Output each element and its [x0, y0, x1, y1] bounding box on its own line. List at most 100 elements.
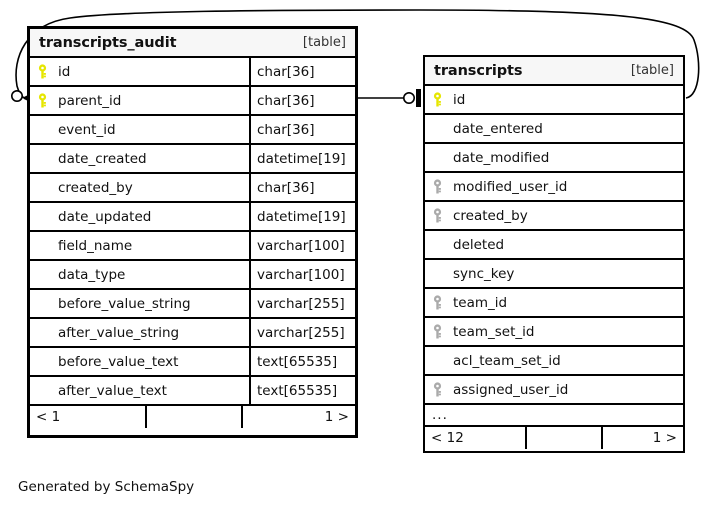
column-name-cell: after_value_string [30, 319, 249, 346]
column-name-cell: deleted [425, 231, 683, 258]
no-key-icon [37, 267, 58, 283]
column-name-cell: data_type [30, 261, 249, 288]
column-name-cell: team_set_id [425, 318, 683, 345]
footer-middle-cell [525, 427, 601, 449]
table-row[interactable]: before_value_string varchar[255] [30, 290, 355, 319]
table-header-transcripts-audit: transcripts_audit [table] [30, 29, 355, 58]
no-key-icon [37, 383, 58, 399]
table-row[interactable]: after_value_string varchar[255] [30, 319, 355, 348]
column-type-cell: varchar[255] [249, 319, 355, 346]
column-type-cell: text[65535] [249, 377, 355, 404]
table-row[interactable]: deleted [425, 231, 683, 260]
column-name: modified_user_id [453, 178, 568, 195]
more-columns-indicator: ... [425, 405, 683, 427]
column-name: before_value_text [58, 353, 179, 370]
table-row[interactable]: date_created datetime[19] [30, 145, 355, 174]
column-type-cell: varchar[255] [249, 290, 355, 317]
table-row[interactable]: team_id [425, 289, 683, 318]
table-kind-label: [table] [302, 35, 346, 50]
column-name: team_id [453, 294, 508, 311]
no-key-icon [37, 325, 58, 341]
table-row[interactable]: modified_user_id [425, 173, 683, 202]
column-type-cell: char[36] [249, 116, 355, 143]
footer-next-label: 1 > [652, 430, 677, 446]
footer-next-cell[interactable]: 1 > [241, 406, 355, 428]
no-key-icon [432, 353, 453, 369]
footer-prev-label: < 12 [431, 430, 464, 446]
column-name-cell: date_entered [425, 115, 683, 142]
column-name-cell: created_by [425, 202, 683, 229]
column-name: date_created [58, 150, 147, 167]
no-key-icon [37, 238, 58, 254]
column-type-cell: varchar[100] [249, 232, 355, 259]
column-name: after_value_text [58, 382, 167, 399]
column-type-cell: varchar[100] [249, 261, 355, 288]
edge-marker-zero-right [402, 92, 415, 105]
table-row[interactable]: date_modified [425, 144, 683, 173]
column-name: date_entered [453, 120, 543, 137]
column-name: team_set_id [453, 323, 535, 340]
table-row[interactable]: date_updated datetime[19] [30, 203, 355, 232]
footer-prev-cell[interactable]: < 1 [30, 406, 145, 428]
table-row[interactable]: field_name varchar[100] [30, 232, 355, 261]
column-name-cell: event_id [30, 116, 249, 143]
table-transcripts-audit[interactable]: transcripts_audit [table] id char[36] [27, 26, 358, 438]
table-row[interactable]: sync_key [425, 260, 683, 289]
table-row[interactable]: after_value_text text[65535] [30, 377, 355, 406]
column-type: varchar[100] [257, 266, 345, 283]
column-name: id [58, 63, 71, 80]
table-title: transcripts_audit [39, 34, 177, 51]
table-row[interactable]: parent_id char[36] [30, 87, 355, 116]
generator-caption: Generated by SchemaSpy [18, 479, 195, 495]
column-type-cell: char[36] [249, 58, 355, 85]
column-name-cell: assigned_user_id [425, 376, 683, 403]
column-name-cell: date_updated [30, 203, 249, 230]
column-name-cell: acl_team_set_id [425, 347, 683, 374]
table-row[interactable]: event_id char[36] [30, 116, 355, 145]
foreign-key-icon [432, 208, 453, 224]
table-header-transcripts: transcripts [table] [425, 57, 683, 86]
table-row[interactable]: before_value_text text[65535] [30, 348, 355, 377]
table-footer-transcripts-audit: < 1 1 > [30, 406, 355, 428]
table-row[interactable]: id char[36] [30, 58, 355, 87]
column-type: text[65535] [257, 382, 338, 399]
column-name-cell: id [30, 58, 249, 85]
foreign-key-icon [432, 324, 453, 340]
column-name: sync_key [453, 265, 515, 282]
no-key-icon [37, 122, 58, 138]
column-name: deleted [453, 236, 505, 253]
column-type: char[36] [257, 92, 315, 109]
column-type-cell: text[65535] [249, 348, 355, 375]
table-row[interactable]: created_by [425, 202, 683, 231]
column-name-cell: before_value_text [30, 348, 249, 375]
column-name-cell: team_id [425, 289, 683, 316]
primary-key-icon [432, 92, 453, 108]
table-title: transcripts [434, 62, 523, 79]
column-name: parent_id [58, 92, 122, 109]
table-row[interactable]: date_entered [425, 115, 683, 144]
column-type-cell: char[36] [249, 87, 355, 114]
table-transcripts[interactable]: transcripts [table] id [423, 55, 685, 453]
column-name: date_modified [453, 149, 550, 166]
column-name: created_by [58, 179, 133, 196]
table-row[interactable]: team_set_id [425, 318, 683, 347]
column-name: date_updated [58, 208, 152, 225]
column-type-cell: datetime[19] [249, 203, 355, 230]
footer-next-cell[interactable]: 1 > [601, 427, 683, 449]
table-row[interactable]: assigned_user_id [425, 376, 683, 405]
no-key-icon [432, 237, 453, 253]
table-row[interactable]: created_by char[36] [30, 174, 355, 203]
table-row[interactable]: acl_team_set_id [425, 347, 683, 376]
table-row[interactable]: data_type varchar[100] [30, 261, 355, 290]
no-key-icon [37, 296, 58, 312]
column-type: datetime[19] [257, 150, 346, 167]
column-name: before_value_string [58, 295, 191, 312]
column-name-cell: date_modified [425, 144, 683, 171]
table-row[interactable]: id [425, 86, 683, 115]
column-name-cell: date_created [30, 145, 249, 172]
footer-prev-cell[interactable]: < 12 [425, 427, 525, 449]
column-name-cell: after_value_text [30, 377, 249, 404]
column-type: char[36] [257, 121, 315, 138]
column-type-cell: char[36] [249, 174, 355, 201]
